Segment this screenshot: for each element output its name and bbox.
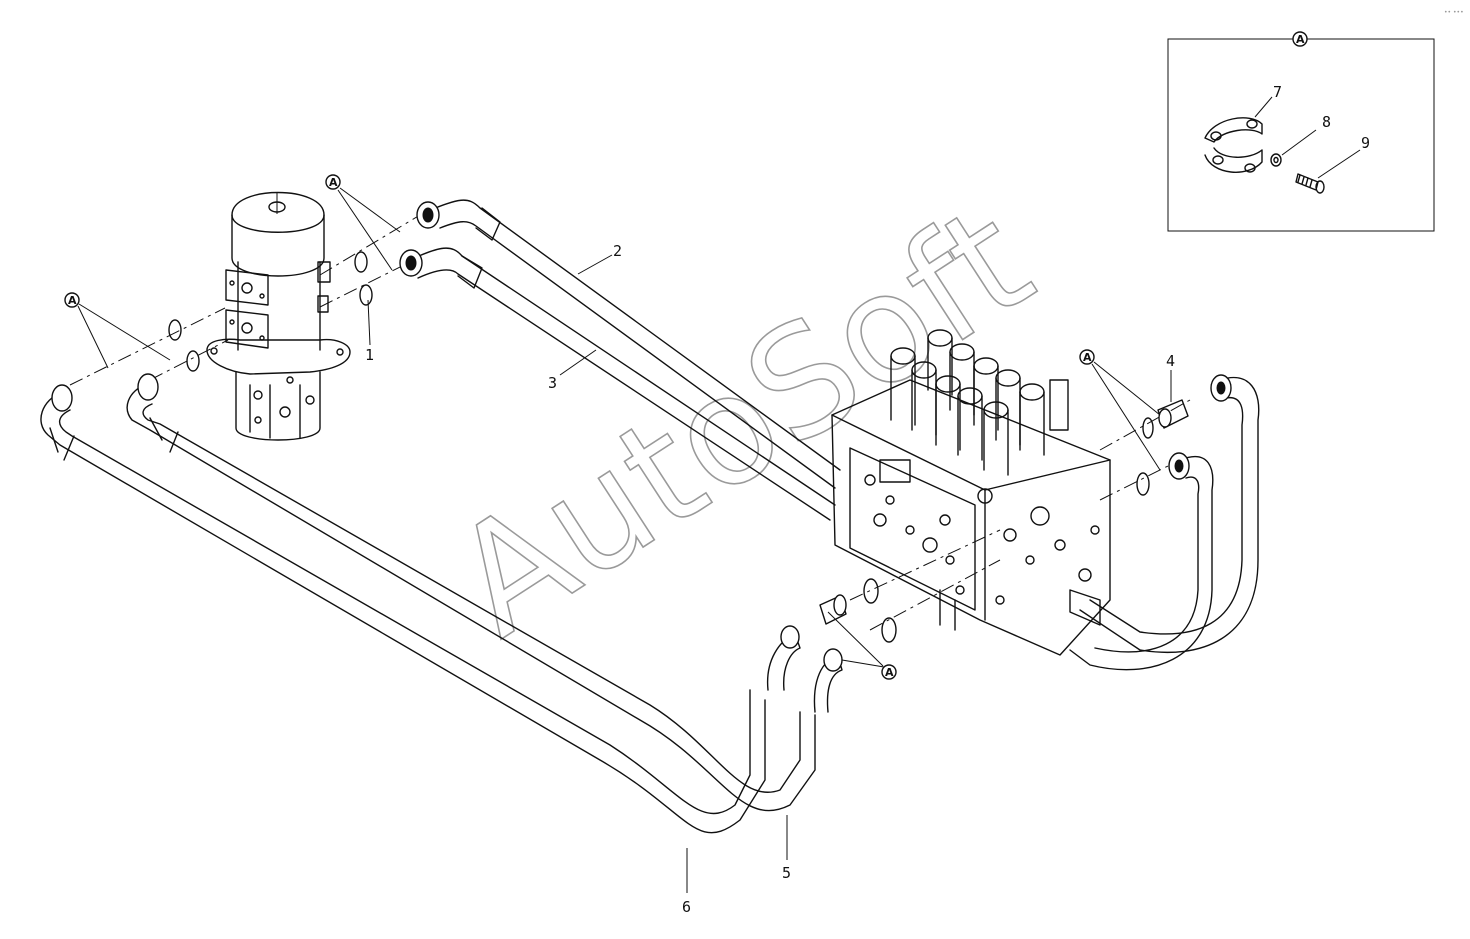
svg-text:A: A	[329, 176, 338, 189]
svg-text:A: A	[68, 294, 77, 307]
part-number-9: 9	[1361, 134, 1370, 152]
part-number-7: 7	[1273, 83, 1282, 101]
bolt	[1295, 173, 1325, 194]
callout-a-4: A	[827, 611, 897, 680]
part-number-1: 1	[365, 346, 374, 364]
washer	[1270, 153, 1282, 167]
callout-a-1: A	[325, 174, 401, 271]
part-number-6: 6	[682, 898, 691, 916]
flange-clamp	[1204, 117, 1263, 173]
svg-text:A: A	[885, 666, 894, 679]
part-number-8: 8	[1322, 113, 1331, 131]
fitting-4	[1136, 399, 1189, 496]
fitting-lower	[819, 578, 897, 643]
o-rings-swivel	[168, 251, 373, 372]
valve-spools	[890, 329, 1069, 476]
part-callouts: 1 2 3 4 5 6	[365, 242, 1175, 916]
detail-view-marker-circle	[1292, 31, 1308, 47]
detail-view-frame	[1167, 38, 1435, 232]
svg-text:A: A	[1083, 351, 1092, 364]
hose-2	[416, 199, 841, 489]
hose-3	[399, 247, 836, 521]
control-valve	[831, 329, 1111, 656]
corner-mark: •• •••	[1444, 9, 1464, 16]
hose-5	[126, 373, 843, 812]
part-number-5: 5	[782, 864, 791, 882]
hose-6	[40, 384, 801, 834]
part-number-2: 2	[613, 242, 622, 260]
detail-view-marker: A	[1296, 33, 1305, 46]
swivel-joint	[206, 191, 351, 441]
callout-a-3: A	[1079, 349, 1161, 471]
part-number-3: 3	[548, 374, 557, 392]
callout-a-2: A	[64, 292, 171, 369]
hose-right	[1069, 374, 1260, 671]
watermark-text: AutoSoft	[425, 173, 1060, 670]
watermark: AutoSoft	[424, 173, 1061, 671]
part-number-4: 4	[1166, 352, 1175, 370]
detail-view-a: A 7 8 9	[1167, 31, 1435, 232]
